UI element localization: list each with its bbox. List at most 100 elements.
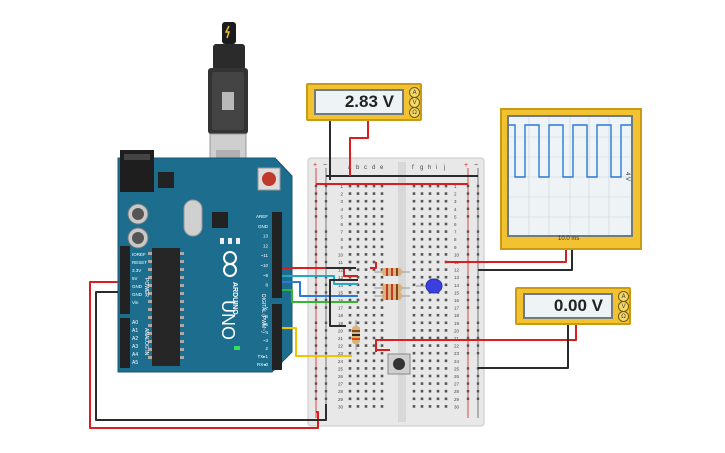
bb-row-label: 24 xyxy=(338,359,344,364)
reset-button[interactable] xyxy=(262,172,276,186)
voltmeter-top[interactable]: 2.83 V A V Ω xyxy=(306,83,422,121)
section-power: POWER xyxy=(143,278,149,297)
bb-row-label: 16 xyxy=(454,298,460,303)
bb-row-label: 2 xyxy=(454,192,457,197)
mode-ohmmeter-button[interactable]: Ω xyxy=(618,311,629,322)
arduino-uno-board[interactable]: ARDUINO UNO POWER ANALOG IN DIGITAL (PWM… xyxy=(117,150,293,373)
wire-black-gnd xyxy=(95,291,327,421)
bb-column-label: i xyxy=(436,165,437,171)
scope-volt-label: 4 V xyxy=(624,172,630,182)
digital-pin-label: 13 xyxy=(263,234,269,239)
scope-waveform xyxy=(509,124,631,178)
bb-row-label: 23 xyxy=(338,351,344,356)
resistors[interactable] xyxy=(352,268,410,350)
resistor-1 xyxy=(374,268,410,276)
voltmeter-top-reading: 2.83 V xyxy=(344,92,394,111)
bb-column-label: h xyxy=(428,165,431,171)
bb-row-label: 26 xyxy=(454,374,460,379)
wire-red-meter2 xyxy=(375,322,577,352)
digital-pin-label: ~11 xyxy=(261,253,269,258)
analog-pin-label: A1 xyxy=(132,328,138,334)
bb-column-label: f xyxy=(412,165,414,171)
bb-row-label: 14 xyxy=(454,283,460,288)
bb-row-label: 9 xyxy=(454,245,457,250)
digital-header-top xyxy=(272,212,282,298)
digital-pin-label: 8 xyxy=(265,283,268,288)
bb-row-label: 30 xyxy=(454,404,460,409)
rail-minus-right: − xyxy=(474,162,478,169)
bb-column-label: g xyxy=(420,165,423,171)
bb-row-label: 19 xyxy=(454,321,460,326)
wires[interactable] xyxy=(89,120,577,429)
bb-row-label: 1 xyxy=(340,184,343,189)
digital-pin-label: 2 xyxy=(265,346,268,351)
digital-pin-label: 12 xyxy=(263,243,269,248)
bb-row-label: 18 xyxy=(454,313,460,318)
bb-row-label: 15 xyxy=(454,290,460,295)
digital-pin-label: GND xyxy=(258,224,269,229)
bb-column-label: d xyxy=(372,165,375,171)
bb-row-label: 23 xyxy=(454,351,460,356)
digital-pin-label: AREF xyxy=(256,214,268,219)
wire-cyan-pin10 xyxy=(282,275,358,285)
bb-row-label: 10 xyxy=(338,252,344,257)
led-on xyxy=(234,346,240,350)
bb-row-label: 4 xyxy=(340,207,343,212)
bb-row-label: 26 xyxy=(338,374,344,379)
bb-row-label: 7 xyxy=(454,230,457,235)
bb-row-label: 17 xyxy=(454,306,460,311)
bb-row-label: 25 xyxy=(338,366,344,371)
digital-pin-label: TX▸1 xyxy=(257,354,268,359)
wire-black-meter2 xyxy=(478,322,569,369)
wire-green-pin9 xyxy=(282,289,358,303)
bb-row-label: 29 xyxy=(454,397,460,402)
led-tx xyxy=(228,238,232,244)
digital-pin-label: ~10 xyxy=(260,263,268,268)
digital-pin-label: ~9 xyxy=(263,273,269,278)
bb-row-label: 5 xyxy=(340,214,343,219)
bb-row-label: 30 xyxy=(338,404,344,409)
section-analog: ANALOG IN xyxy=(143,328,149,356)
digital-pin-label: ~3 xyxy=(263,338,269,343)
bb-row-label: 6 xyxy=(340,222,343,227)
mode-ohmmeter-button[interactable]: Ω xyxy=(409,107,420,118)
bb-row-label: 8 xyxy=(454,237,457,242)
bb-row-label: 11 xyxy=(338,260,343,265)
arduino-logo xyxy=(223,251,237,277)
bb-row-label: 28 xyxy=(338,389,344,394)
power-pin-label: Vin xyxy=(132,300,139,305)
bb-column-label: j xyxy=(443,165,445,171)
bb-row-label: 9 xyxy=(340,245,343,250)
bb-row-label: 3 xyxy=(454,199,457,204)
bb-row-label: 21 xyxy=(338,336,344,341)
power-pin-label: GND xyxy=(132,292,143,297)
atmega-chip xyxy=(152,248,180,366)
rail-plus-right: + xyxy=(464,162,468,169)
oscilloscope[interactable]: 10.0 ms 4 V xyxy=(500,108,642,250)
bb-column-label: c xyxy=(364,165,367,171)
bb-row-label: 13 xyxy=(338,275,344,280)
led-rx xyxy=(236,238,240,244)
wire-black-scope xyxy=(478,248,573,271)
bb-row-label: 29 xyxy=(338,397,344,402)
section-digital: DIGITAL (PWM~) xyxy=(260,294,266,333)
bb-row-label: 16 xyxy=(338,298,344,303)
bb-row-label: 5 xyxy=(454,214,457,219)
voltmeter-right[interactable]: 0.00 V A V Ω xyxy=(515,287,631,325)
rgb-led[interactable] xyxy=(416,278,443,294)
digital-pin-label: RX◂0 xyxy=(257,362,269,367)
bb-row-label: 3 xyxy=(340,199,343,204)
power-pin-label: IOREF xyxy=(132,252,146,257)
bb-row-label: 4 xyxy=(454,207,457,212)
bb-row-label: 27 xyxy=(454,382,460,387)
rail-minus-left: − xyxy=(323,162,327,169)
digital-pin-label: 4 xyxy=(265,330,268,335)
digital-pin-label: ~5 xyxy=(263,322,269,327)
bb-row-label: 7 xyxy=(340,230,343,235)
pushbutton[interactable] xyxy=(387,353,411,375)
digital-pin-label: 7 xyxy=(265,306,268,311)
analog-pin-label: A5 xyxy=(132,360,138,366)
bb-row-label: 20 xyxy=(338,328,344,333)
bb-row-label: 2 xyxy=(340,192,343,197)
